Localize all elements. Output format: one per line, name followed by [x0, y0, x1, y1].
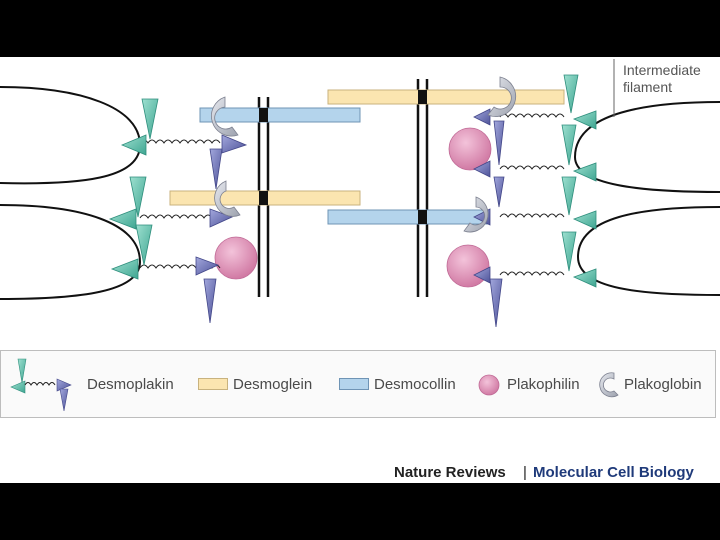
desmosome-diagram: [0, 59, 720, 328]
legend-label-plakoglobin: Plakoglobin: [624, 376, 702, 393]
intermediate-filament-label: Intermediate filament: [623, 62, 701, 96]
plakoglobin-crescents: [211, 76, 517, 233]
right-plasma-membrane: [416, 79, 429, 297]
legend-label-desmoplakin: Desmoplakin: [87, 376, 174, 393]
credit-separator: |: [523, 464, 527, 481]
desmoglein-icon: [198, 378, 228, 390]
desmoplakin-icon: [10, 358, 72, 412]
legend-label-desmoglein: Desmoglein: [233, 376, 313, 393]
callout-line-2: filament: [623, 79, 673, 95]
plakophilin-icon: [478, 374, 500, 396]
credit-section: Molecular Cell Biology: [533, 464, 694, 481]
desmoplakin-coils: [139, 113, 565, 276]
desmocollin-bars: [199, 107, 489, 225]
slide: Intermediate filament Desmoplakin Desmog…: [0, 57, 720, 483]
plakophilin-spheres: [214, 127, 492, 288]
legend-label-desmocollin: Desmocollin: [374, 376, 456, 393]
legend-label-plakophilin: Plakophilin: [507, 376, 580, 393]
desmoplakin-teal-domains: [108, 74, 597, 288]
plakoglobin-icon: [599, 372, 619, 398]
callout-line-1: Intermediate: [623, 62, 701, 78]
right-cell-outline: [573, 101, 720, 296]
desmocollin-icon: [339, 378, 369, 390]
credit-journal: Nature Reviews: [394, 464, 506, 481]
desmoplakin-purple-domains: [195, 108, 505, 328]
legend: Desmoplakin Desmoglein Desmocollin Plako…: [0, 350, 716, 418]
membrane-anchors: [259, 90, 427, 224]
